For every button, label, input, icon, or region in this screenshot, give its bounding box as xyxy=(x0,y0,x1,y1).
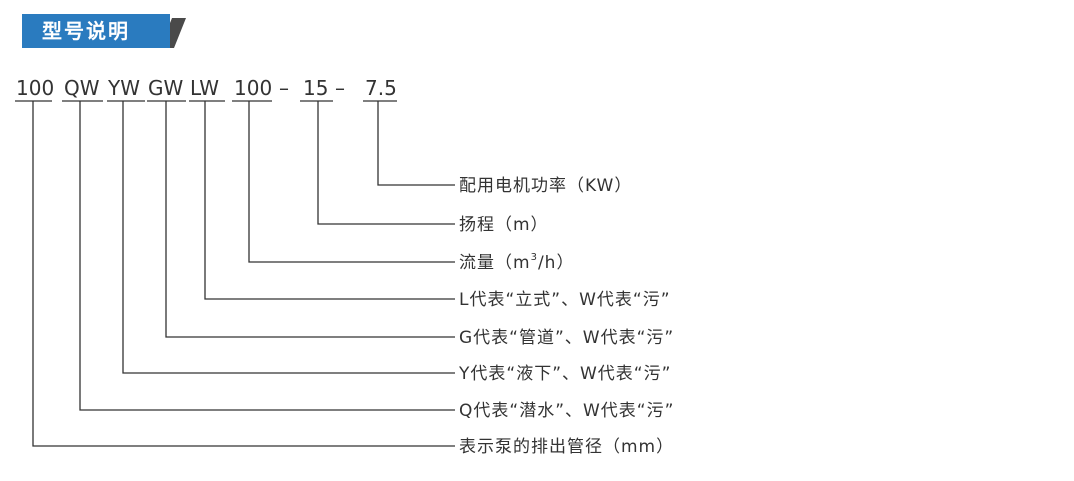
desc-flow-post: /h） xyxy=(538,253,575,273)
desc-yw: Y代表“液下”、W代表“污” xyxy=(458,364,671,384)
desc-qw: Q代表“潜水”、W代表“污” xyxy=(459,401,674,421)
model-separator-2: – xyxy=(335,76,345,100)
model-part-flow: 100 xyxy=(234,76,272,100)
leader-power xyxy=(377,101,455,186)
section-title: 型号说明 xyxy=(42,19,130,43)
desc-head: 扬程（m） xyxy=(459,215,549,235)
desc-flow-pre: 流量（m xyxy=(459,253,531,273)
model-part-gw: GW xyxy=(148,76,183,100)
desc-gw: G代表“管道”、W代表“污” xyxy=(459,328,674,348)
model-part-qw: QW xyxy=(64,76,100,100)
desc-bore: 表示泵的排出管径（mm） xyxy=(459,437,674,457)
model-part-bore: 100 xyxy=(16,76,54,100)
model-separator-1: – xyxy=(279,76,289,100)
desc-flow: 流量（m3/h） xyxy=(459,252,574,273)
model-part-lw: LW xyxy=(190,76,219,100)
leader-qw xyxy=(79,101,455,411)
banner-background xyxy=(22,14,170,48)
desc-flow-sup: 3 xyxy=(531,252,538,263)
model-part-power: 7.5 xyxy=(365,76,397,100)
model-part-yw: YW xyxy=(107,76,140,100)
leader-yw xyxy=(122,101,455,374)
desc-lw: L代表“立式”、W代表“污” xyxy=(459,290,671,310)
leader-bore xyxy=(32,101,455,447)
leader-lw xyxy=(204,101,455,300)
section-banner: 型号说明 xyxy=(22,14,186,48)
leader-gw xyxy=(165,101,455,338)
model-part-head: 15 xyxy=(303,76,328,100)
banner-shape xyxy=(22,14,186,48)
leader-lines xyxy=(32,101,455,447)
leader-head xyxy=(317,101,455,225)
desc-power: 配用电机功率（KW） xyxy=(459,176,632,196)
leader-flow xyxy=(248,101,455,263)
